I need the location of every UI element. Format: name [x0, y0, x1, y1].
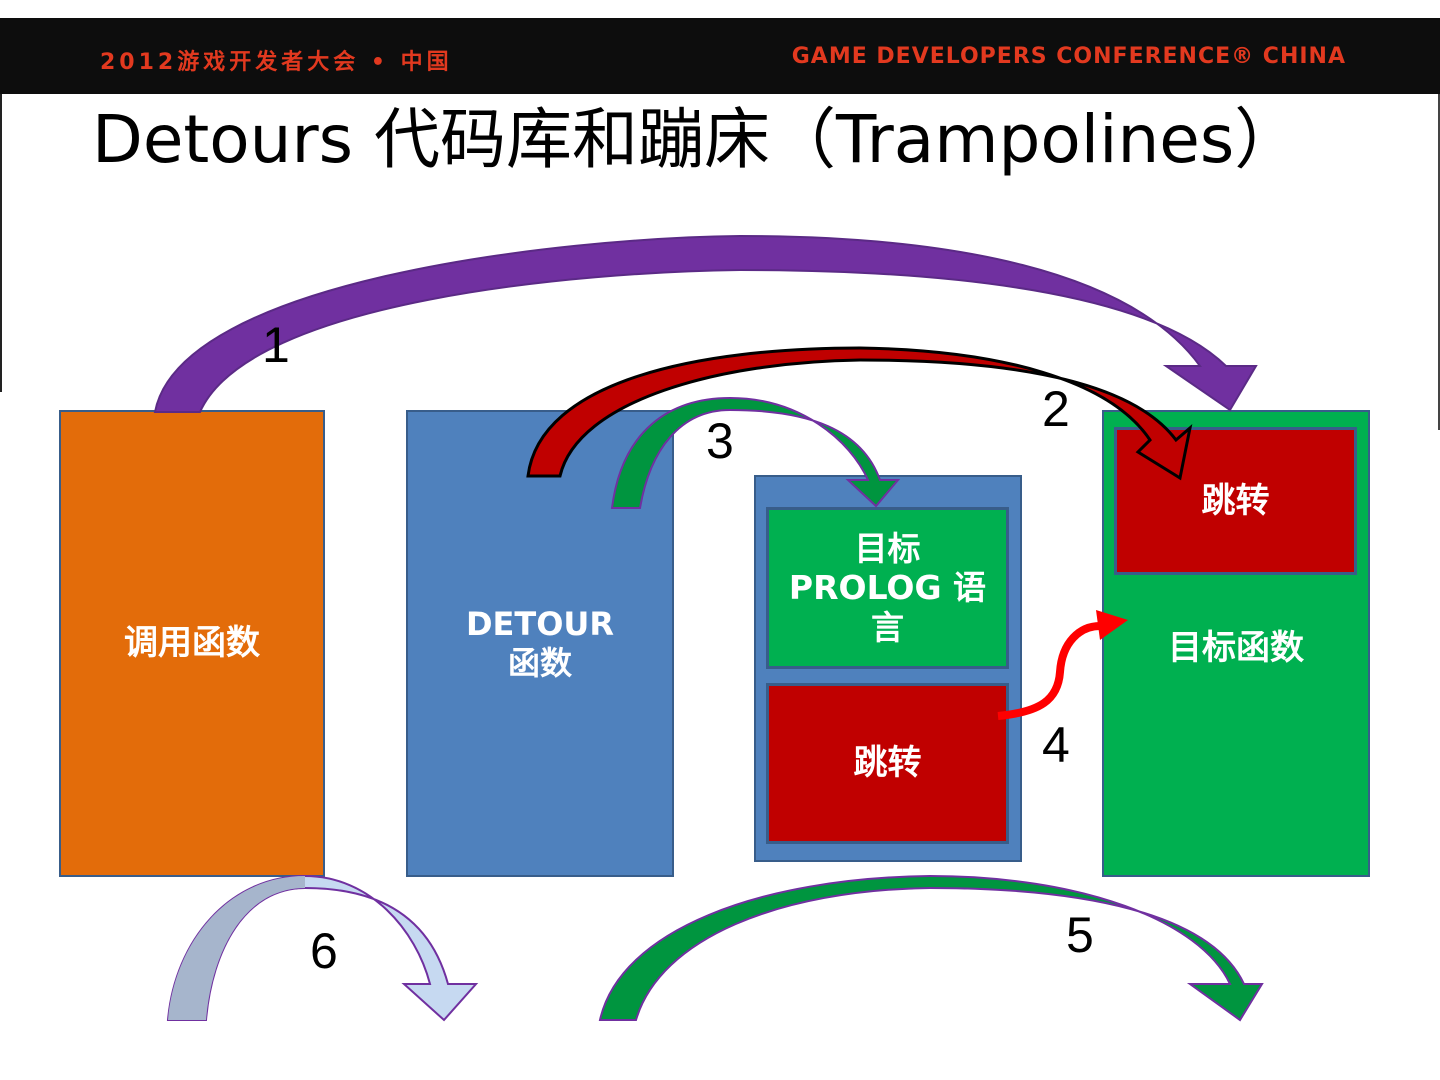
- trampoline-jump-box: 跳转: [766, 683, 1009, 844]
- step-5-label: 5: [1066, 907, 1094, 963]
- arrow-6-shade: [168, 876, 305, 1020]
- arrow-2: [526, 346, 1193, 481]
- target-function-label: 目标函数: [1168, 628, 1304, 668]
- left-edge-line: [0, 94, 2, 392]
- step-3-label: 3: [706, 413, 734, 469]
- step-1-label: 1: [262, 317, 290, 373]
- arrow-4-head: [1096, 610, 1128, 640]
- header-left-text: 2012游戏开发者大会 • 中国: [100, 50, 453, 75]
- step-2-label: 2: [1042, 381, 1070, 437]
- slide-title: Detours 代码库和蹦床（Trampolines）: [92, 101, 1301, 178]
- arrow-5: [598, 874, 1264, 1022]
- top-margin: [0, 0, 1440, 18]
- trampoline-jump-label: 跳转: [853, 743, 922, 784]
- arrow-3: [610, 396, 901, 509]
- prolog-label-line3: 言: [870, 607, 904, 647]
- target-prolog-box: 目标 PROLOG 语 言: [766, 507, 1009, 669]
- conference-header: 2012游戏开发者大会 • 中国 GAME DEVELOPERS CONFERE…: [0, 18, 1440, 94]
- right-edge-line: [1438, 94, 1440, 430]
- header-right-text: GAME DEVELOPERS CONFERENCE® CHINA: [791, 44, 1346, 69]
- step-4-label: 4: [1042, 717, 1070, 773]
- detour-label-line2: 函数: [507, 643, 572, 682]
- step-6-label: 6: [310, 923, 338, 979]
- arrow-1: [153, 234, 1258, 413]
- detour-label-line1: DETOUR: [465, 605, 615, 644]
- prolog-label-line1: 目标: [854, 528, 921, 568]
- arrow-4: [997, 622, 1101, 720]
- target-jump-label: 跳转: [1201, 480, 1270, 521]
- prolog-label-line2: PROLOG 语: [788, 568, 987, 608]
- caller-function-label: 调用函数: [124, 623, 260, 664]
